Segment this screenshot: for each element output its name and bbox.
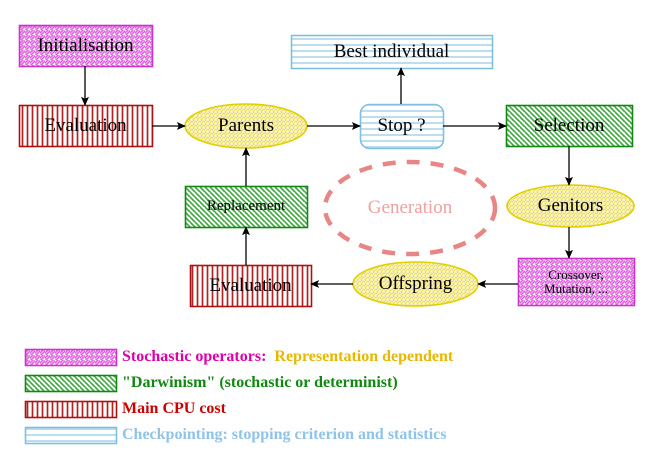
legend-text-segment: Representation dependent <box>266 348 454 365</box>
node-shape-stop <box>359 103 445 150</box>
legend-text-segment: Stochastic operators: <box>122 348 267 365</box>
node-shape-best-individual <box>290 34 494 70</box>
node-shape-parents <box>184 103 308 149</box>
legend-swatch-darwinism <box>24 374 118 393</box>
node-shape-selection <box>505 104 634 148</box>
legend-swatch-checkpointing <box>24 426 118 445</box>
legend-text-segment: Main CPU cost <box>122 400 226 417</box>
node-shape-initialisation <box>18 24 154 68</box>
legend-text-main-cpu-cost: Main CPU cost <box>122 400 226 418</box>
legend-swatch-stochastic-operators <box>24 348 118 367</box>
node-shape-generation <box>322 159 498 257</box>
node-shape-replacement <box>184 185 309 229</box>
node-shape-genitors <box>506 184 635 228</box>
legend-text-segment: Checkpointing: stopping criterion and st… <box>122 426 447 443</box>
legend-text-checkpointing: Checkpointing: stopping criterion and st… <box>122 426 446 444</box>
node-shape-evaluation-bottom <box>189 264 313 308</box>
legend-text-darwinism: "Darwinism" (stochastic or determinist) <box>122 374 398 392</box>
legend-text-stochastic-operators: Stochastic operators: Representation dep… <box>122 348 453 366</box>
legend-swatch-main-cpu-cost <box>24 400 118 419</box>
node-shape-crossover-mutation <box>517 257 636 307</box>
node-shape-offspring <box>352 261 479 307</box>
node-shape-evaluation-top <box>18 104 154 148</box>
legend-text-segment: "Darwinism" (stochastic or determinist) <box>122 374 398 391</box>
